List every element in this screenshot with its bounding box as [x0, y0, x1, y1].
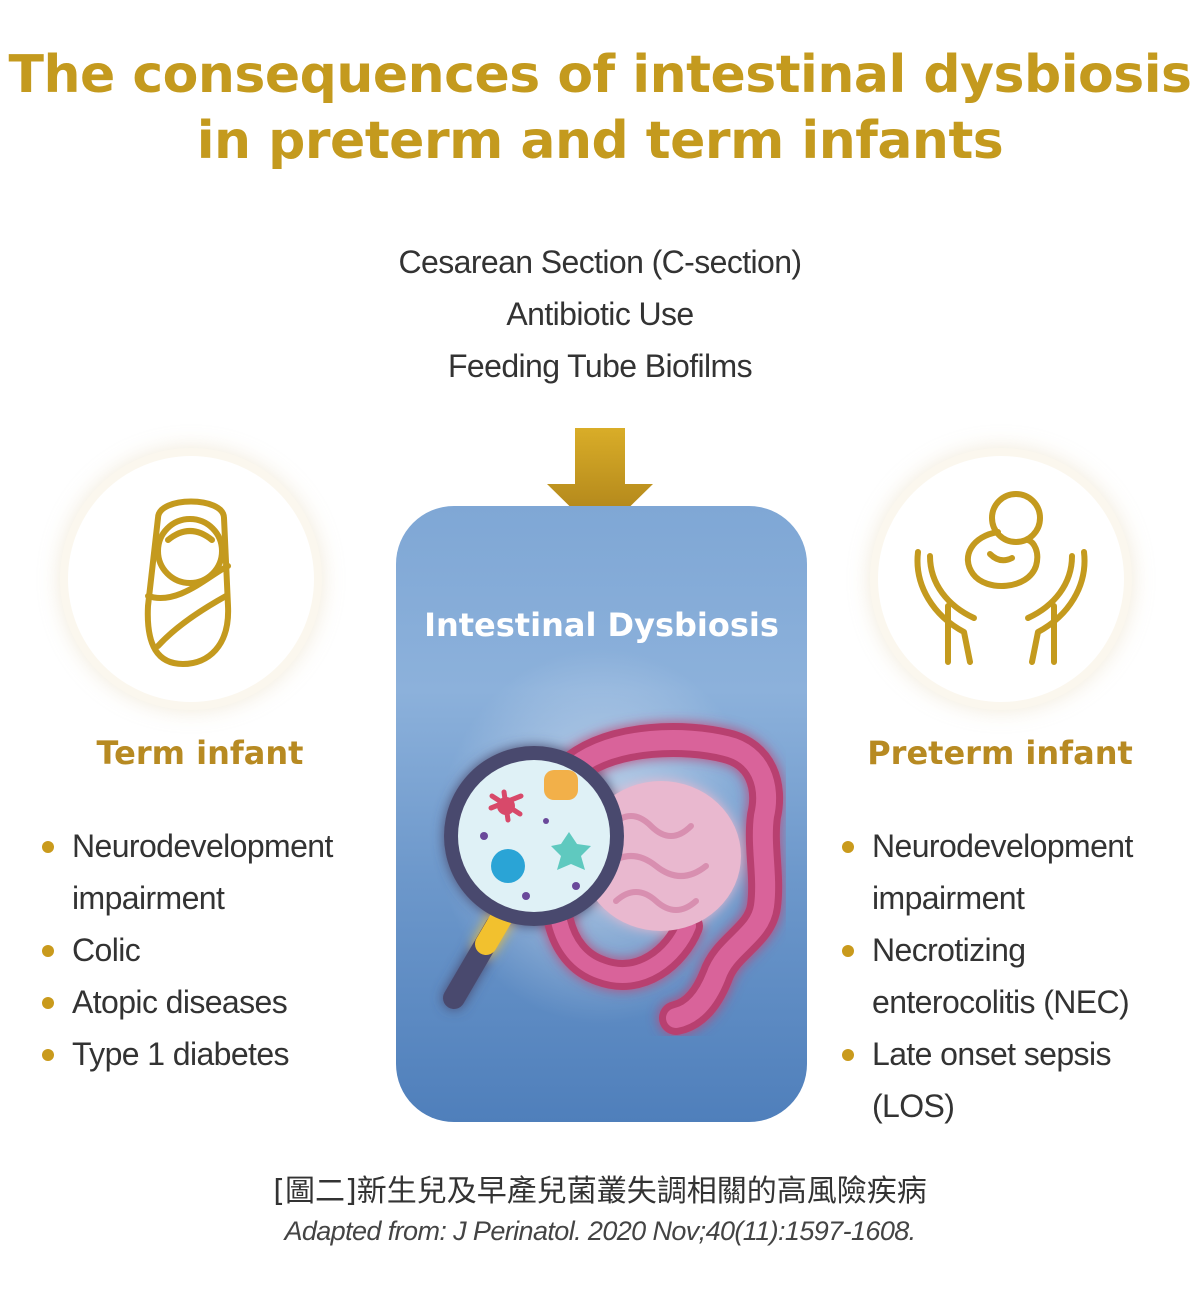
bullet-dot-icon — [842, 841, 854, 853]
source-citation: Adapted from: J Perinatol. 2020 Nov;40(1… — [284, 1216, 916, 1246]
cause-item: Cesarean Section (C-section) — [398, 244, 803, 280]
list-item: Colic — [38, 924, 378, 976]
bullet-dot-icon — [42, 841, 54, 853]
list-item: Atopic diseases — [38, 976, 378, 1028]
bullet-dot-icon — [42, 945, 54, 957]
bullet-dot-icon — [842, 1049, 854, 1061]
bullet-dot-icon — [42, 997, 54, 1009]
term-infant-heading: Term infant — [96, 734, 304, 772]
intestinal-dysbiosis-box: Intestinal Dysbiosis — [396, 506, 807, 1122]
figure-caption: [圖二]新生兒及早產兒菌叢失調相關的高風險疾病 — [273, 1174, 927, 1209]
bullet-dot-icon — [42, 1049, 54, 1061]
causes-list: Cesarean Section (C-section) Antibiotic … — [300, 236, 900, 392]
term-infant-circle — [68, 456, 314, 702]
title-line-1: The consequences of intestinal dysbiosis — [8, 45, 1192, 105]
cause-item: Antibiotic Use — [506, 296, 694, 332]
preterm-infant-heading: Preterm infant — [867, 734, 1133, 772]
title-line-2: in preterm and term infants — [196, 111, 1004, 171]
bullet-dot-icon — [842, 945, 854, 957]
page-title: The consequences of intestinal dysbiosis… — [0, 42, 1200, 174]
swaddled-baby-icon — [144, 498, 232, 667]
preterm-infant-risk-list: Neurodevelopment impairment Necrotizing … — [838, 820, 1178, 1132]
list-item: Neurodevelopment impairment — [838, 820, 1178, 924]
list-item: Neurodevelopment impairment — [38, 820, 378, 924]
cause-item: Feeding Tube Biofilms — [447, 348, 753, 384]
intestine-magnifier-icon — [443, 723, 784, 1035]
preterm-infant-circle — [878, 456, 1124, 702]
list-item: Type 1 diabetes — [38, 1028, 378, 1080]
dysbiosis-label: Intestinal Dysbiosis — [424, 606, 779, 644]
term-infant-risk-list: Neurodevelopment impairment Colic Atopic… — [38, 820, 378, 1080]
list-item: Necrotizing enterocolitis (NEC) — [838, 924, 1178, 1028]
baby-in-hands-icon — [914, 491, 1088, 665]
list-item: Late onset sepsis (LOS) — [838, 1028, 1178, 1132]
